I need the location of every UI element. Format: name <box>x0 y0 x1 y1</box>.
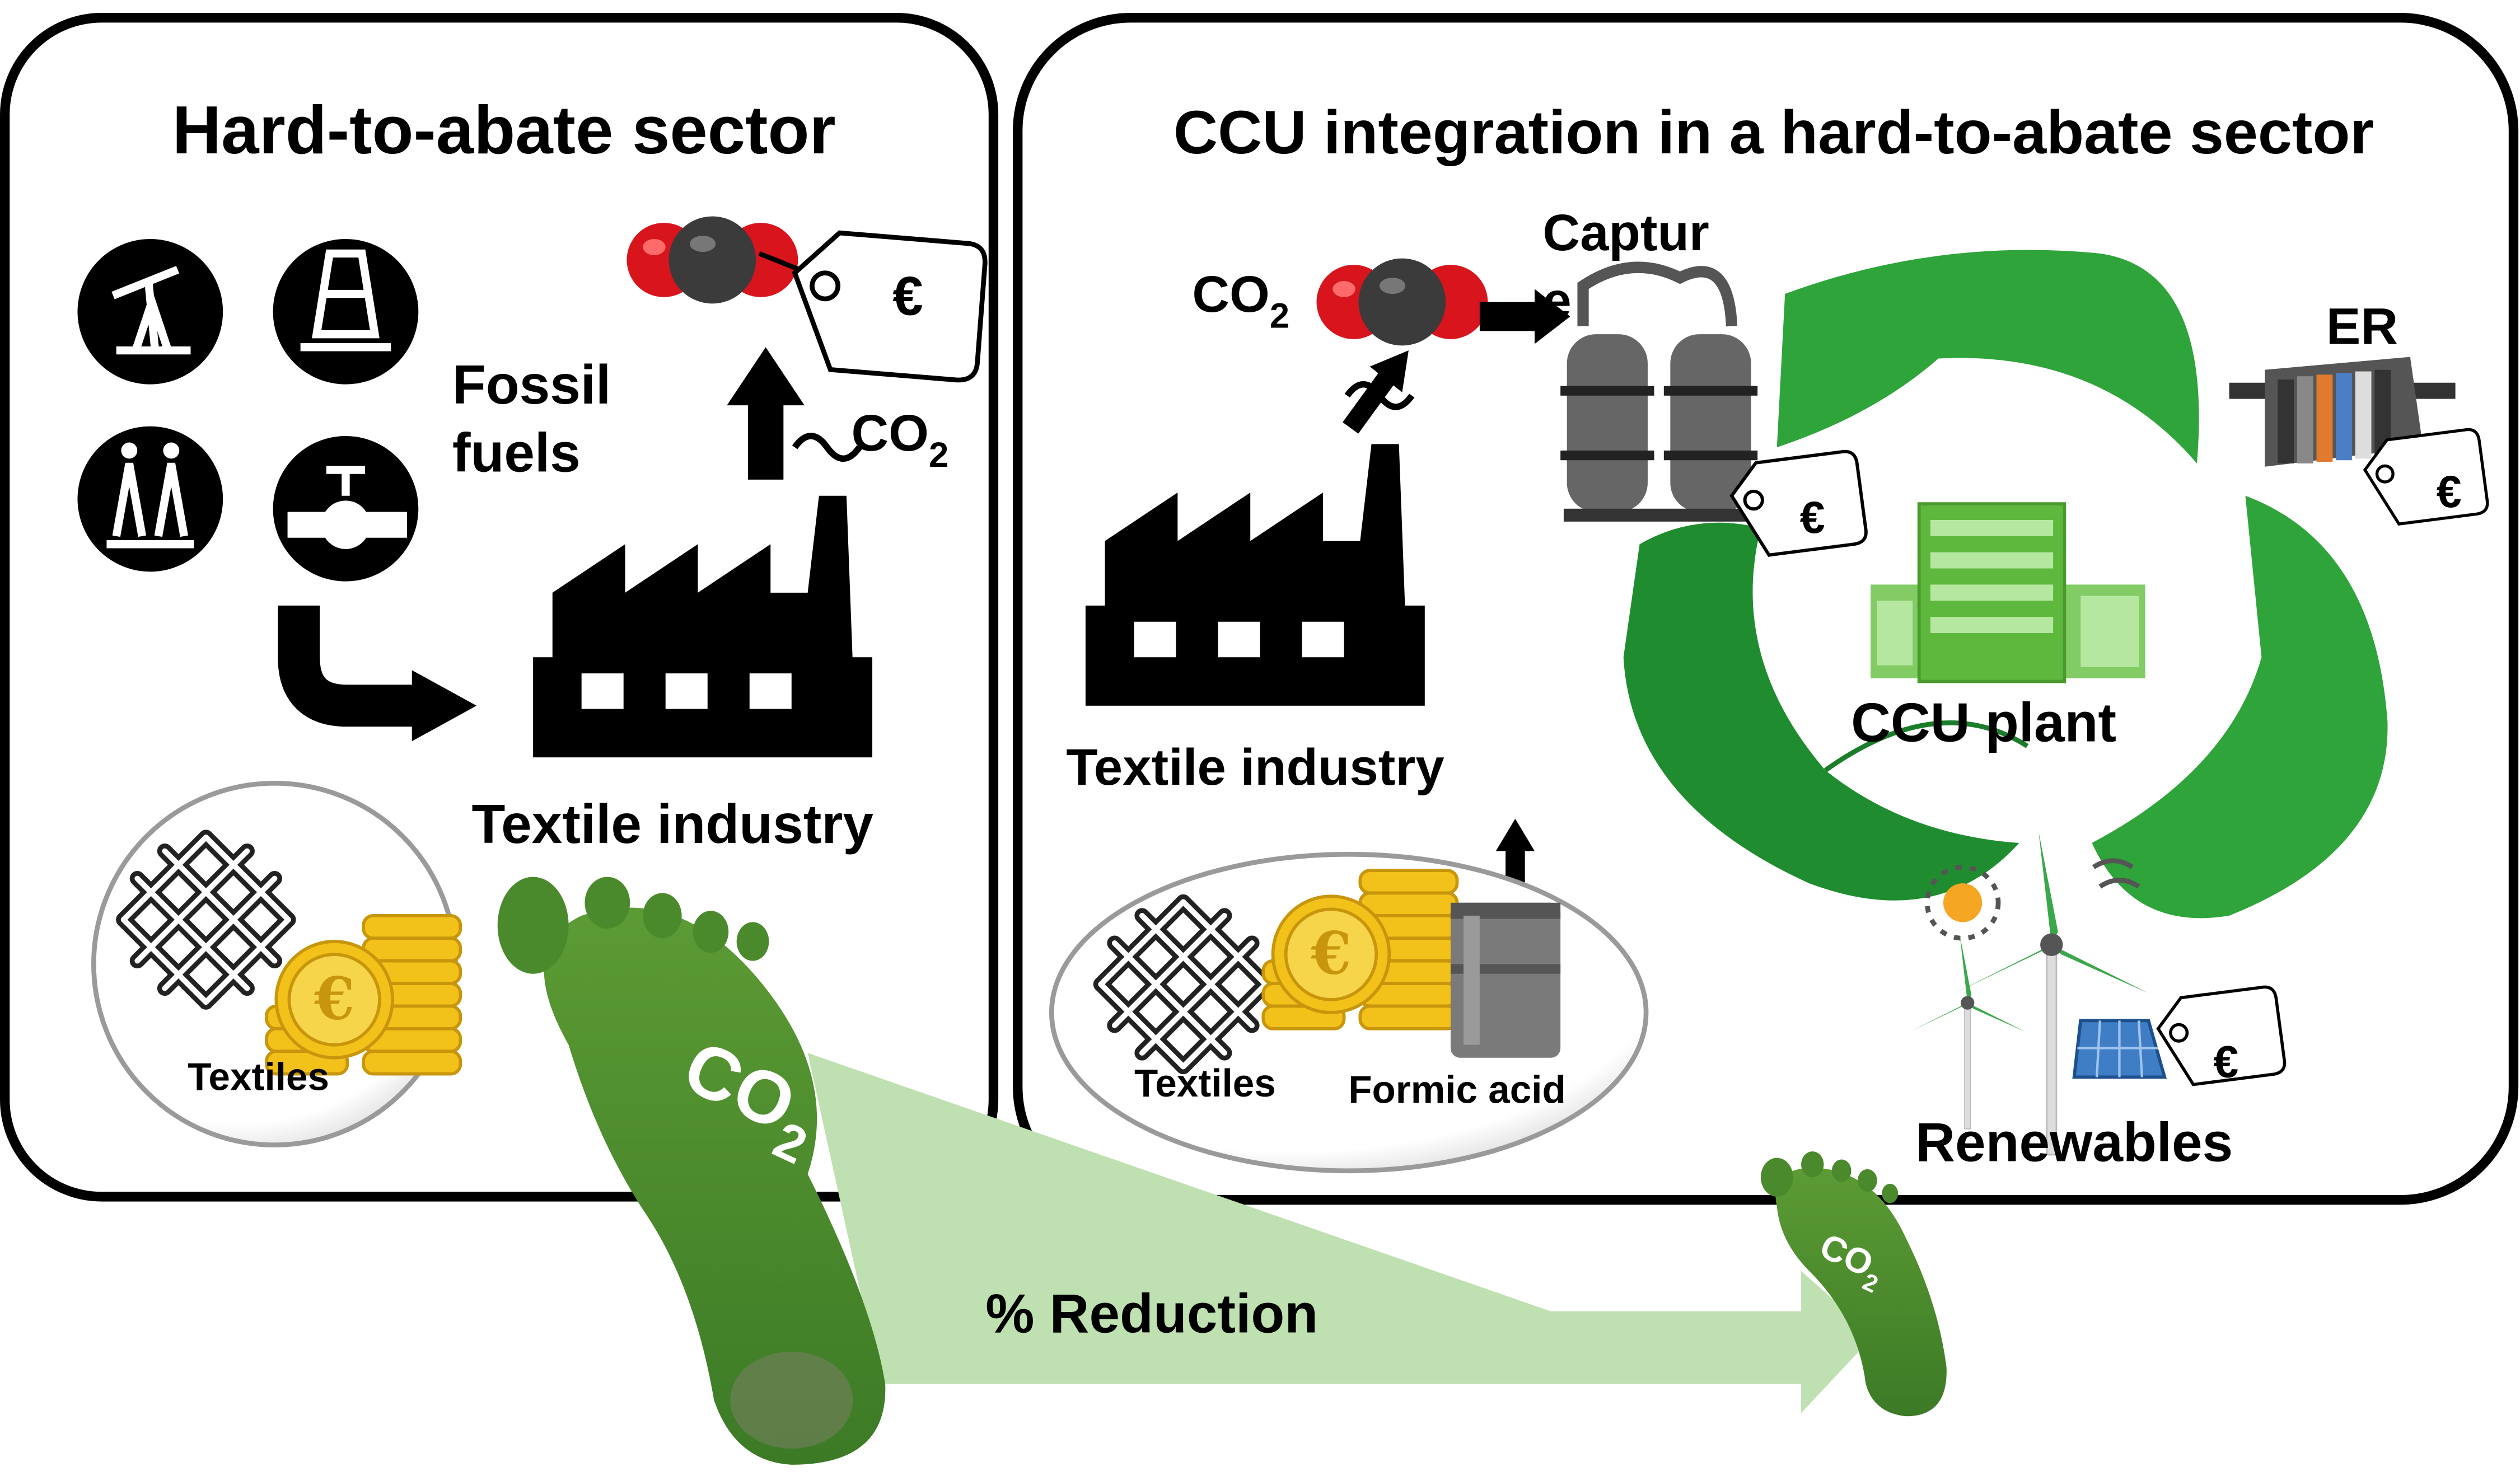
gas-flare-icon <box>77 426 223 572</box>
capture-label-line1: Captur <box>1542 203 1709 261</box>
barrel-icon <box>1450 902 1561 1058</box>
formic-arrow-head <box>1495 818 1535 851</box>
er-price-symbol: € <box>2437 467 2462 517</box>
right-textiles-label: Textiles <box>1134 1061 1276 1105</box>
fossil-label-line2: fuels <box>452 421 581 483</box>
formic-acid-label: Formic acid <box>1348 1068 1566 1112</box>
ccu-plant-label: CCU plant <box>1851 691 2116 753</box>
reduction-arrow <box>807 1053 1874 1413</box>
fossil-label-line1: Fossil <box>452 354 611 415</box>
oil-pump-icon <box>77 238 223 385</box>
left-panel: Hard-to-abate sector Fossil fuels Tex <box>0 13 1002 1202</box>
large-footprint-icon <box>497 877 886 1465</box>
tag-string <box>758 251 801 272</box>
pipeline-valve-icon <box>273 435 419 582</box>
to-capture-arrow <box>1479 302 1541 331</box>
left-textiles-label: Textiles <box>188 1055 329 1098</box>
right-co2-molecule-icon <box>1316 258 1488 346</box>
co2-emission-arrow <box>727 347 805 480</box>
small-footprint-icon <box>1760 1151 1947 1417</box>
offshore-rig-icon <box>273 238 419 385</box>
solar-panel-icon <box>2072 1019 2167 1079</box>
to-capture-arrow-head <box>1534 289 1570 344</box>
wind-lines-icon <box>2092 858 2140 889</box>
reduction-label: % Reduction <box>985 1282 1318 1344</box>
left-price-symbol: € <box>892 265 923 327</box>
right-industry-label: Textile industry <box>1066 738 1444 796</box>
left-co2-label: CO2 <box>852 404 949 475</box>
reduction-section: % Reduction CO2 CO2 <box>497 877 1947 1465</box>
right-panel: CCU integration in a hard-to-abate secto… <box>1013 13 2519 1205</box>
sun-icon <box>1924 864 2001 941</box>
renewables-label: Renewables <box>1915 1111 2233 1173</box>
emission-diagonal-arrow <box>1343 369 1397 434</box>
emission-arrow-head <box>1369 350 1409 393</box>
ccu-plant-icon <box>1871 502 2145 683</box>
right-co2-label: CO2 <box>1192 265 1289 336</box>
renewables-price-symbol: € <box>2213 1037 2238 1087</box>
capture-label-line2: e <box>1542 271 1571 329</box>
capture-price-symbol: € <box>1800 493 1825 543</box>
electrolyzer-icon <box>2229 357 2456 467</box>
capture-column-icon <box>1560 261 1758 522</box>
right-panel-title: CCU integration in a hard-to-abate secto… <box>1173 99 2374 167</box>
left-panel-title: Hard-to-abate sector <box>172 92 836 168</box>
fossil-to-industry-arrow <box>278 605 420 727</box>
fossil-arrow-head <box>412 670 477 742</box>
er-label: ER <box>2326 297 2398 355</box>
recycle-leaves-icon <box>1623 250 2388 919</box>
left-industry-label: Textile industry <box>471 793 873 855</box>
